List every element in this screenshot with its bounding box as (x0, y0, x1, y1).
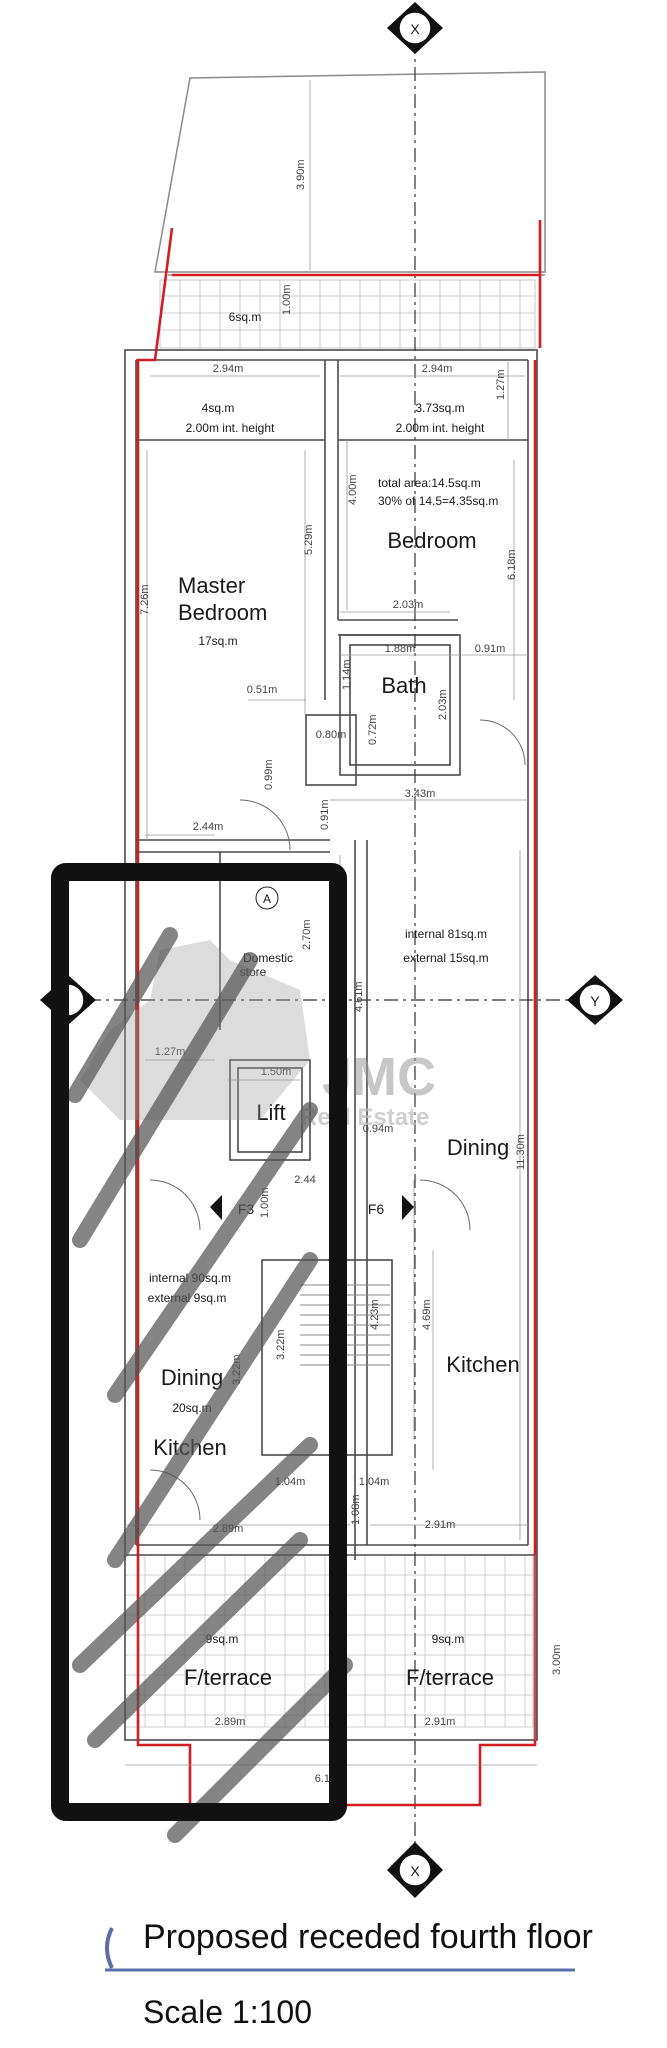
dim-114: 1.14m (341, 659, 353, 690)
bedroom-wardrobe-area: 3.73sq.m (415, 401, 464, 415)
master-wardrobe-height: 2.00m int. height (186, 421, 275, 435)
dim-529: 5.29m (303, 524, 315, 555)
dim-423: 4.23m (369, 1299, 381, 1330)
dim-300: 3.00m (551, 1644, 563, 1675)
dim-150: 1.50m (261, 1066, 292, 1078)
redaction-box (51, 863, 347, 1821)
dim-104b: 1.04m (359, 1476, 390, 1488)
dim-100: 1.00m (281, 284, 293, 315)
dim-099: 0.99m (263, 759, 275, 790)
dim-1130: 11.30m (515, 1134, 527, 1170)
internal-area-right: internal 81sq.m (405, 927, 487, 941)
dim-400: 4.00m (347, 474, 359, 505)
dim-289b: 2.89m (215, 1716, 246, 1728)
dim-094: 0.94m (363, 1123, 394, 1135)
section-marker-a: A (255, 886, 279, 910)
dim-390: 3.90m (295, 159, 307, 190)
kitchen-right-label: Kitchen (446, 1352, 519, 1377)
master-wardrobe-area: 4sq.m (202, 401, 235, 415)
dim-291a: 2.91m (425, 1519, 456, 1531)
flat-arrows (210, 1195, 414, 1220)
dim-343: 3.43m (405, 788, 436, 800)
dim-100b: 1.00m (259, 1187, 271, 1218)
top-terrace-area: 6sq.m (229, 310, 262, 324)
dim-108: 1.08m (350, 1494, 362, 1525)
terrace-left-area: 9sq.m (206, 1632, 239, 1646)
grid-marker-x-bottom: X (387, 1842, 443, 1898)
top-balcony-outline (154, 71, 546, 276)
door-swings (149, 719, 526, 1521)
section-marker-a-label: A (263, 892, 271, 906)
master-bedroom-area: 17sq.m (198, 634, 237, 648)
dim-244a: 2.44m (193, 821, 224, 833)
dim-726: 7.26m (139, 584, 151, 615)
dim-127a: 1.27m (495, 369, 507, 400)
grid-lines (60, 40, 590, 1860)
dining-left-label: Dining (161, 1365, 223, 1390)
grid-label-x-top: X (410, 21, 420, 37)
dim-072: 0.72m (367, 714, 379, 745)
grid-label-y-right: Y (590, 993, 600, 1009)
grid-label-x-bottom: X (410, 1863, 420, 1879)
dim-291b: 2.91m (425, 1716, 456, 1728)
top-terrace-tiles (159, 279, 536, 349)
percent-area-note: 30% of 14.5=4.35sq.m (378, 494, 498, 508)
dim-091: 0.91m (475, 643, 506, 655)
dining-left-area: 20sq.m (172, 1401, 211, 1415)
dim-294b: 2.94m (422, 363, 453, 375)
dim-203a: 2.03m (393, 599, 424, 611)
bedroom-label: Bedroom (387, 528, 476, 553)
room-labels: 6sq.m 4sq.m 2.00m int. height 3.73sq.m 2… (148, 310, 520, 1690)
bath-label: Bath (381, 673, 426, 698)
redaction-scribbles (67, 927, 353, 1843)
drawing-title: Proposed receded fourth floor (143, 1918, 593, 1956)
terrace-left-label: F/terrace (184, 1665, 272, 1690)
watermark-sub: Real Estate (300, 1104, 429, 1131)
external-area-right: external 15sq.m (403, 951, 488, 965)
dim-051: 0.51m (247, 684, 278, 696)
dim-091b: 0.91m (319, 799, 331, 830)
dim-461: 4.61m (353, 981, 365, 1012)
terrace-right-label: F/terrace (406, 1665, 494, 1690)
total-area-note: total area:14.5sq.m (378, 476, 481, 490)
drawing-scale: Scale 1:100 (143, 1994, 312, 2030)
watermark-skyline-icon (80, 940, 310, 1120)
dim-127b: 1.27m (155, 1046, 186, 1058)
dim-080: 0.80m (316, 729, 347, 741)
dim-322a: 3.22m (275, 1329, 287, 1360)
dim-618: 6.18m (506, 549, 518, 580)
dim-270: 2.70m (301, 919, 313, 950)
lift-label: Lift (256, 1100, 285, 1125)
dim-244b: 2.44 (294, 1174, 315, 1186)
dining-right-label: Dining (447, 1135, 509, 1160)
title-bracket (105, 1927, 114, 1969)
dim-469: 4.69m (421, 1299, 433, 1330)
bedroom-wardrobe-height: 2.00m int. height (396, 421, 485, 435)
dim-294a: 2.94m (213, 363, 244, 375)
red-boundary (136, 220, 542, 1807)
grid-marker-y-right: Y (567, 975, 623, 1025)
dim-188: 1.88m (385, 643, 416, 655)
master-bedroom-label-2: Bedroom (178, 600, 267, 625)
walls (124, 349, 538, 1741)
flat-f6-label: F6 (368, 1201, 385, 1217)
grid-marker-x-top: X (387, 2, 443, 54)
master-bedroom-label-1: Master (178, 573, 245, 598)
dim-203b: 2.03m (437, 689, 449, 720)
terrace-right-area: 9sq.m (432, 1632, 465, 1646)
